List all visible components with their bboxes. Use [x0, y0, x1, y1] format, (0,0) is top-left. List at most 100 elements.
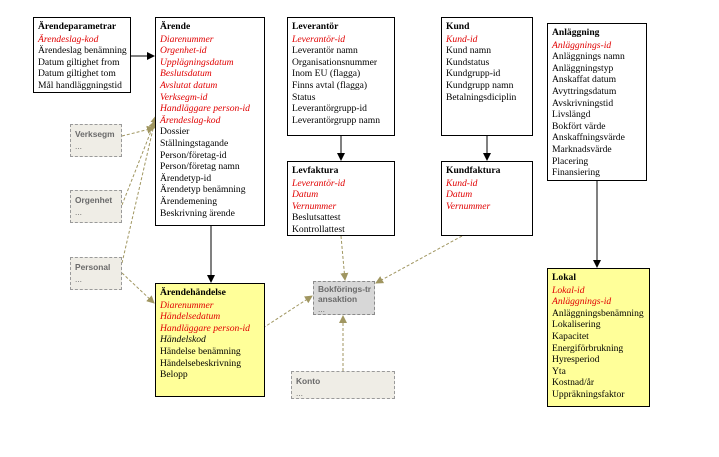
entity-levfaktura-title: Levfaktura: [292, 165, 339, 176]
entity-kund-attribute: Kundgrupp namn: [446, 79, 514, 91]
entity-arendeparametrar-attribute: Datum giltighet from: [38, 56, 120, 68]
entity-arende-attribute: Verksegm-id: [160, 91, 208, 103]
entity-arendehandelse-attribute: Handläggare person-id: [160, 322, 250, 334]
entity-lokal-attribute: Kostnad/år: [552, 377, 595, 389]
entity-kundfaktura-attribute: Vernummer: [446, 200, 491, 212]
entity-arende-attribute: Handläggare person-id: [160, 103, 250, 115]
entity-kund-attribute: Betalningsdiciplin: [446, 91, 517, 103]
entity-lokal-attribute: Lokalisering: [552, 319, 601, 331]
entity-lokal-attribute: Anläggnings-id: [552, 296, 612, 308]
entity-leverantor-attribute: Leverantörgrupp-id: [292, 103, 367, 115]
entity-leverantor-attribute: Inom EU (flagga): [292, 68, 361, 80]
entity-kund-attribute: Kundgrupp-id: [446, 68, 501, 80]
rel-kundfaktura-bokforing: [375, 235, 463, 284]
entity-lokal-title: Lokal: [552, 272, 576, 283]
external-bokforingstransaktion-title: Bokförings-transaktion: [318, 284, 372, 304]
external-orgenhet-dots: ...: [75, 207, 82, 217]
external-bokforingstransaktion-dots: ...: [318, 304, 325, 314]
entity-lokal-attribute: Kapacitet: [552, 330, 589, 342]
entity-arendeparametrar-attribute: Datum giltighet tom: [38, 68, 116, 80]
entity-arendehandelse-attribute: Händelskod: [160, 334, 206, 346]
entity-arendehandelse-attribute: Händelse benämning: [160, 345, 241, 357]
entity-arendehandelse-attribute: Händelsedatum: [160, 311, 221, 323]
rel-arendehandelse-bokforing: [262, 295, 313, 329]
entity-leverantor-attribute: Organisationsnummer: [292, 56, 378, 68]
entity-arende-attribute: Person/företag namn: [160, 161, 240, 173]
entity-arende-attribute: Ärendetyp-id: [160, 172, 212, 184]
entity-lokal-attribute: Lokal-id: [552, 284, 585, 296]
entity-arende-attribute: Person/företag-id: [160, 149, 227, 161]
entity-arendehandelse-attribute: Belopp: [160, 369, 188, 381]
external-bokforingstransaktion[interactable]: Bokförings-transaktion ...: [313, 281, 375, 315]
entity-lokal-attribute: Anläggningsbenämning: [552, 307, 644, 319]
entity-kund-attribute: Kund namn: [446, 45, 492, 57]
entity-arende-attribute: Ärendemening: [160, 195, 218, 207]
entity-leverantor-attribute: Finns avtal (flagga): [292, 79, 368, 91]
external-konto-title: Konto: [296, 376, 321, 386]
rel-personal-arendehandelse: [121, 272, 155, 304]
entity-leverantor-title: Leverantör: [292, 21, 339, 32]
entity-anlaggning-attribute: Livslängd: [552, 109, 591, 121]
entity-levfaktura-attribute: Kontrollattest: [292, 223, 345, 235]
entity-arende-attribute: Dossier: [160, 126, 190, 138]
entity-arende-title: Ärende: [160, 21, 191, 32]
entity-leverantor-attribute: Leverantörgrupp namn: [292, 114, 381, 126]
external-personal-dots: ...: [75, 274, 82, 284]
external-verksegm[interactable]: Verksegm ...: [70, 124, 122, 157]
entity-anlaggning-attribute: Anläggnings-id: [552, 39, 612, 51]
external-konto-dots: ...: [296, 388, 303, 398]
entity-kundfaktura-attribute: Datum: [446, 189, 473, 201]
entity-arende-attribute: Beskrivning ärende: [160, 207, 235, 219]
entity-lokal-attribute: Energiförbrukning: [552, 342, 624, 354]
entity-kund-attribute: Kund-id: [446, 33, 478, 45]
external-orgenhet[interactable]: Orgenhet ...: [70, 190, 122, 223]
entity-lokal-attribute: Uppräkningsfaktor: [552, 388, 625, 400]
entity-anlaggning-attribute: Avskrivningstid: [552, 97, 614, 109]
entity-kundfaktura-title: Kundfaktura: [446, 165, 501, 176]
entity-arende-attribute: Ärendetyp benämning: [160, 184, 246, 196]
external-personal-title: Personal: [75, 262, 111, 272]
entity-arendeparametrar-attribute: Mål handläggningstid: [38, 79, 122, 91]
entity-levfaktura-attribute: Beslutsattest: [292, 212, 341, 224]
rel-personal-arende: [121, 115, 159, 264]
entity-anlaggning-attribute: Avyttringsdatum: [552, 85, 617, 97]
external-konto[interactable]: Konto ...: [291, 371, 395, 399]
entity-lokal-attribute: Yta: [552, 365, 566, 377]
entity-lokal-attribute: Hyresperiod: [552, 354, 600, 366]
external-personal[interactable]: Personal ...: [70, 257, 122, 290]
entity-arende-attribute: Ställningstagande: [160, 137, 229, 149]
entity-anlaggning-attribute: Bokfört värde: [552, 120, 606, 132]
entity-anlaggning-attribute: Anskaffningsvärde: [552, 132, 625, 144]
entity-anlaggning-attribute: Marknadsvärde: [552, 143, 612, 155]
entity-arendehandelse-attribute: Händelsebeskrivning: [160, 357, 241, 369]
entity-levfaktura-attribute: Datum: [292, 189, 319, 201]
external-verksegm-title: Verksegm: [75, 129, 115, 139]
entity-levfaktura-attribute: Leverantör-id: [292, 177, 346, 189]
rel-orgenhet-arende: [121, 120, 157, 206]
entity-kundfaktura-attribute: Kund-id: [446, 177, 478, 189]
entity-arende-attribute: Ärendeslag-kod: [160, 114, 221, 126]
entity-leverantor-attribute: Status: [292, 91, 316, 103]
external-verksegm-dots: ...: [75, 141, 82, 151]
entity-arende-attribute: Orgenhet-id: [160, 45, 207, 57]
entity-kund-title: Kund: [446, 21, 470, 32]
rel-verksegm-arende: [121, 125, 155, 137]
entity-arende-attribute: Diarenummer: [160, 33, 214, 45]
entity-arende-attribute: Avslutat datum: [160, 79, 218, 91]
entity-anlaggning-title: Anläggning: [552, 27, 600, 38]
external-orgenhet-title: Orgenhet: [75, 195, 113, 205]
entity-arendeparametrar-attribute: Ärendeslag-kod: [38, 33, 99, 45]
entity-leverantor-attribute: Leverantör-id: [292, 33, 346, 45]
entity-levfaktura-attribute: Vernummer: [292, 200, 337, 212]
